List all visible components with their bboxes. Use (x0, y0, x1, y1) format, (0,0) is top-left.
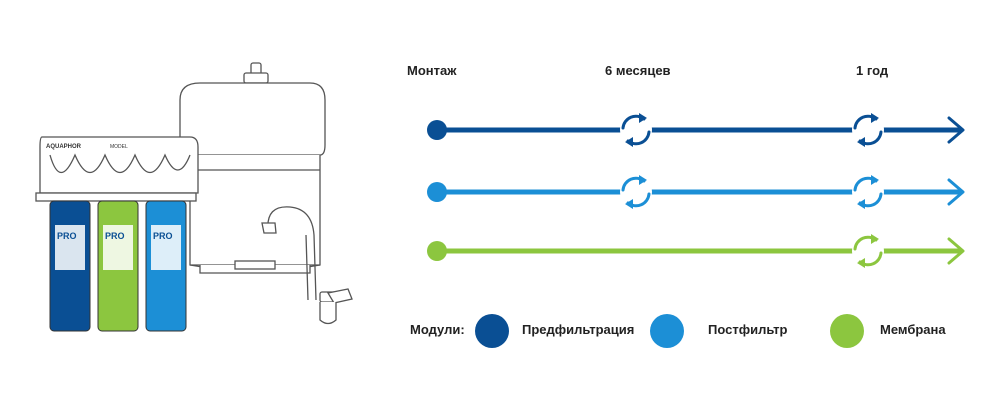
legend-dot-membrane (830, 314, 864, 348)
cartridge-postfilter: PRO (145, 200, 187, 332)
refresh-cycle-icon (852, 175, 884, 209)
arrow-right-icon (947, 237, 965, 265)
circle-dot-icon (427, 241, 447, 261)
timeline-row (427, 175, 965, 209)
cartridge-membrane: PRO (97, 200, 139, 332)
legend-label-membrane: Мембрана (880, 322, 946, 337)
legend-label-prefilter: Предфильтрация (522, 322, 635, 337)
svg-text:PRO: PRO (153, 231, 173, 241)
refresh-cycle-icon (620, 175, 652, 209)
svg-text:PRO: PRO (105, 231, 125, 241)
refresh-cycle-icon (852, 234, 884, 268)
timeline-row (427, 234, 965, 268)
storage-tank (179, 62, 326, 274)
legend-dot-postfilter (650, 314, 684, 348)
legend-label-postfilter: Постфильтр (708, 322, 788, 337)
arrow-right-icon (947, 178, 965, 206)
svg-text:AQUAPHOR: AQUAPHOR (46, 144, 82, 150)
circle-dot-icon (427, 182, 447, 202)
legend-title: Модули: (410, 322, 465, 337)
arrow-right-icon (947, 116, 965, 144)
cartridge-prefilter: PRO (49, 200, 91, 332)
faucet (261, 206, 353, 325)
legend-dot-prefilter (475, 314, 509, 348)
label-one-year: 1 год (856, 63, 889, 78)
refresh-cycle-icon (620, 113, 652, 147)
svg-text:PRO: PRO (57, 231, 77, 241)
timeline-row (427, 113, 965, 147)
circle-dot-icon (427, 120, 447, 140)
label-install: Монтаж (407, 63, 457, 78)
filter-housing-head: AQUAPHOR MODEL (35, 136, 199, 202)
svg-text:MODEL: MODEL (110, 144, 128, 150)
refresh-cycle-icon (852, 113, 884, 147)
water-filter-system-illustration: AQUAPHOR MODEL PRO PRO PRO (35, 62, 353, 332)
label-six-months: 6 месяцев (605, 63, 671, 78)
